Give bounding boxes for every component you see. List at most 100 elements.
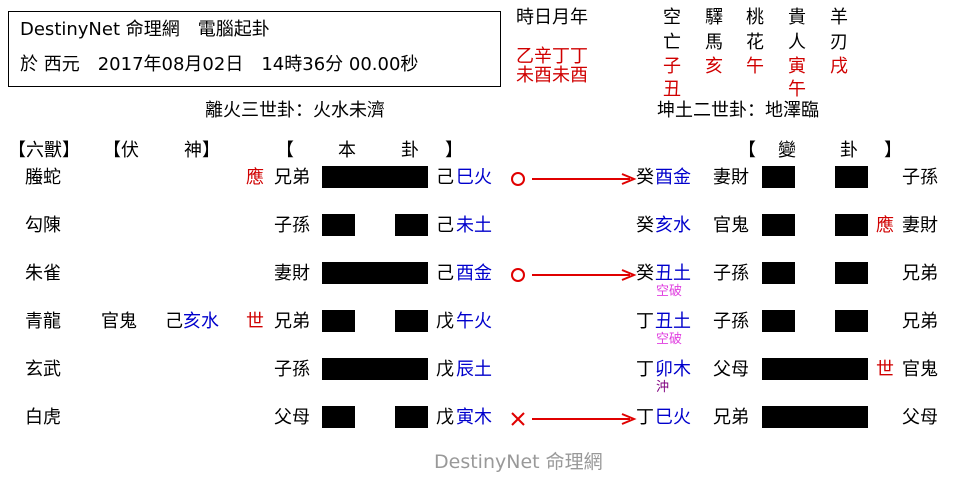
change-relative: 妻財 bbox=[713, 167, 749, 188]
change-note: 空破 bbox=[656, 332, 683, 347]
change-relative: 兄弟 bbox=[713, 407, 749, 428]
spirit-value: 戌 bbox=[830, 56, 848, 77]
line-stem: 己 bbox=[436, 215, 454, 236]
change-yin-line-right bbox=[835, 310, 868, 332]
change-yin-line-left bbox=[762, 214, 795, 236]
spirit-name-top: 貴 bbox=[788, 7, 806, 28]
col-main-close: 】 bbox=[445, 140, 463, 161]
change-stem: 癸 bbox=[636, 263, 654, 284]
col-main-open: 【 bbox=[276, 140, 294, 161]
header-date: 於 西元 2017年08月02日 14時36分 00.00秒 bbox=[20, 54, 419, 75]
change-relative: 子孫 bbox=[713, 263, 749, 284]
line-relative: 兄弟 bbox=[274, 167, 310, 188]
line-branch: 午火 bbox=[456, 311, 492, 332]
yin-line-left bbox=[322, 214, 355, 236]
six-beast: 螣蛇 bbox=[25, 167, 61, 188]
col-hidden-open: 【伏 bbox=[103, 140, 139, 161]
line-relative: 子孫 bbox=[274, 359, 310, 380]
six-beast: 玄武 bbox=[25, 359, 61, 380]
yang-line bbox=[322, 358, 428, 380]
six-beast: 朱雀 bbox=[25, 263, 61, 284]
change-stem: 丁 bbox=[636, 311, 654, 332]
change-stem: 癸 bbox=[636, 215, 654, 236]
hidden-stem: 己 bbox=[165, 311, 183, 332]
change-arrow-icon bbox=[532, 413, 637, 425]
change-yin-line-left bbox=[762, 310, 795, 332]
change-note: 空破 bbox=[656, 284, 683, 299]
change-branch: 巳火 bbox=[655, 407, 691, 428]
spirit-name-bottom: 花 bbox=[746, 32, 764, 53]
yin-line-right bbox=[395, 406, 428, 428]
line-branch: 巳火 bbox=[456, 167, 492, 188]
header-box bbox=[8, 11, 501, 87]
col-main-mid: 本 bbox=[338, 140, 356, 161]
spirit-value: 寅 bbox=[788, 56, 806, 77]
change-relative: 官鬼 bbox=[713, 215, 749, 236]
line-stem: 戊 bbox=[436, 407, 454, 428]
change-yin-line-right bbox=[835, 214, 868, 236]
hidden-relative: 官鬼 bbox=[101, 311, 137, 332]
spirit-name-bottom: 馬 bbox=[705, 32, 723, 53]
col-change-label: 卦 bbox=[840, 140, 858, 161]
change-yin-line-left bbox=[762, 262, 795, 284]
line-relative: 妻財 bbox=[274, 263, 310, 284]
change-relative-2: 妻財 bbox=[902, 215, 938, 236]
spirit-name-bottom: 刃 bbox=[830, 32, 848, 53]
pillars-branches: 未酉未酉 bbox=[516, 65, 588, 86]
line-relative: 子孫 bbox=[274, 215, 310, 236]
col-hidden-close: 神】 bbox=[184, 140, 220, 161]
hidden-branch: 亥水 bbox=[183, 311, 219, 332]
main-gua-name: 離火三世卦：火水未濟 bbox=[205, 100, 385, 121]
yang-line bbox=[322, 166, 428, 188]
spirit-value: 子 bbox=[663, 56, 681, 77]
spirit-name-bottom: 亡 bbox=[663, 32, 681, 53]
six-beast: 勾陳 bbox=[25, 215, 61, 236]
line-branch: 未土 bbox=[456, 215, 492, 236]
spirit-name-top: 驛 bbox=[705, 7, 723, 28]
change-yang-line bbox=[762, 358, 868, 380]
yin-line-left bbox=[322, 310, 355, 332]
pillars-label: 時日月年 bbox=[516, 7, 588, 28]
change-stem: 癸 bbox=[636, 167, 654, 188]
change-stem: 丁 bbox=[636, 407, 654, 428]
six-beast: 青龍 bbox=[25, 311, 61, 332]
col-main-label: 卦 bbox=[401, 140, 419, 161]
line-branch: 辰土 bbox=[456, 359, 492, 380]
change-branch: 丑土 bbox=[655, 311, 691, 332]
change-arrow-icon bbox=[532, 173, 637, 185]
change-relative-2: 官鬼 bbox=[902, 359, 938, 380]
change-arrow-icon bbox=[532, 269, 637, 281]
change-gua-name: 坤土二世卦：地澤臨 bbox=[657, 100, 819, 121]
change-relative-2: 父母 bbox=[902, 407, 938, 428]
pillars-stems: 乙辛丁丁 bbox=[516, 46, 588, 67]
change-relative: 父母 bbox=[713, 359, 749, 380]
moving-yin-cross-icon bbox=[511, 412, 525, 426]
spirit-name-bottom: 人 bbox=[788, 32, 806, 53]
moving-yang-circle-icon bbox=[511, 268, 525, 282]
change-yin-line-right bbox=[835, 166, 868, 188]
yang-line bbox=[322, 262, 428, 284]
line-branch: 酉金 bbox=[456, 263, 492, 284]
moving-yang-circle-icon bbox=[511, 172, 525, 186]
col-six-beasts: 【六獸】 bbox=[8, 140, 80, 161]
change-shi-ying-mark: 應 bbox=[876, 215, 894, 236]
shi-ying-mark: 世 bbox=[246, 311, 264, 332]
change-relative-2: 兄弟 bbox=[902, 311, 938, 332]
spirit-value: 午 bbox=[788, 79, 806, 100]
line-branch: 寅木 bbox=[456, 407, 492, 428]
change-branch: 丑土 bbox=[655, 263, 691, 284]
yin-line-left bbox=[322, 406, 355, 428]
six-beast: 白虎 bbox=[25, 407, 61, 428]
spirit-value: 亥 bbox=[705, 56, 723, 77]
yin-line-right bbox=[395, 214, 428, 236]
change-yang-line bbox=[762, 406, 868, 428]
spirit-name-top: 空 bbox=[663, 7, 681, 28]
yin-line-right bbox=[395, 310, 428, 332]
spirit-value: 午 bbox=[746, 56, 764, 77]
change-stem: 丁 bbox=[636, 359, 654, 380]
col-change-open: 【 bbox=[738, 140, 756, 161]
watermark: DestinyNet 命理網 bbox=[434, 451, 603, 473]
line-stem: 己 bbox=[436, 167, 454, 188]
change-note: 沖 bbox=[656, 380, 670, 395]
change-shi-ying-mark: 世 bbox=[876, 359, 894, 380]
